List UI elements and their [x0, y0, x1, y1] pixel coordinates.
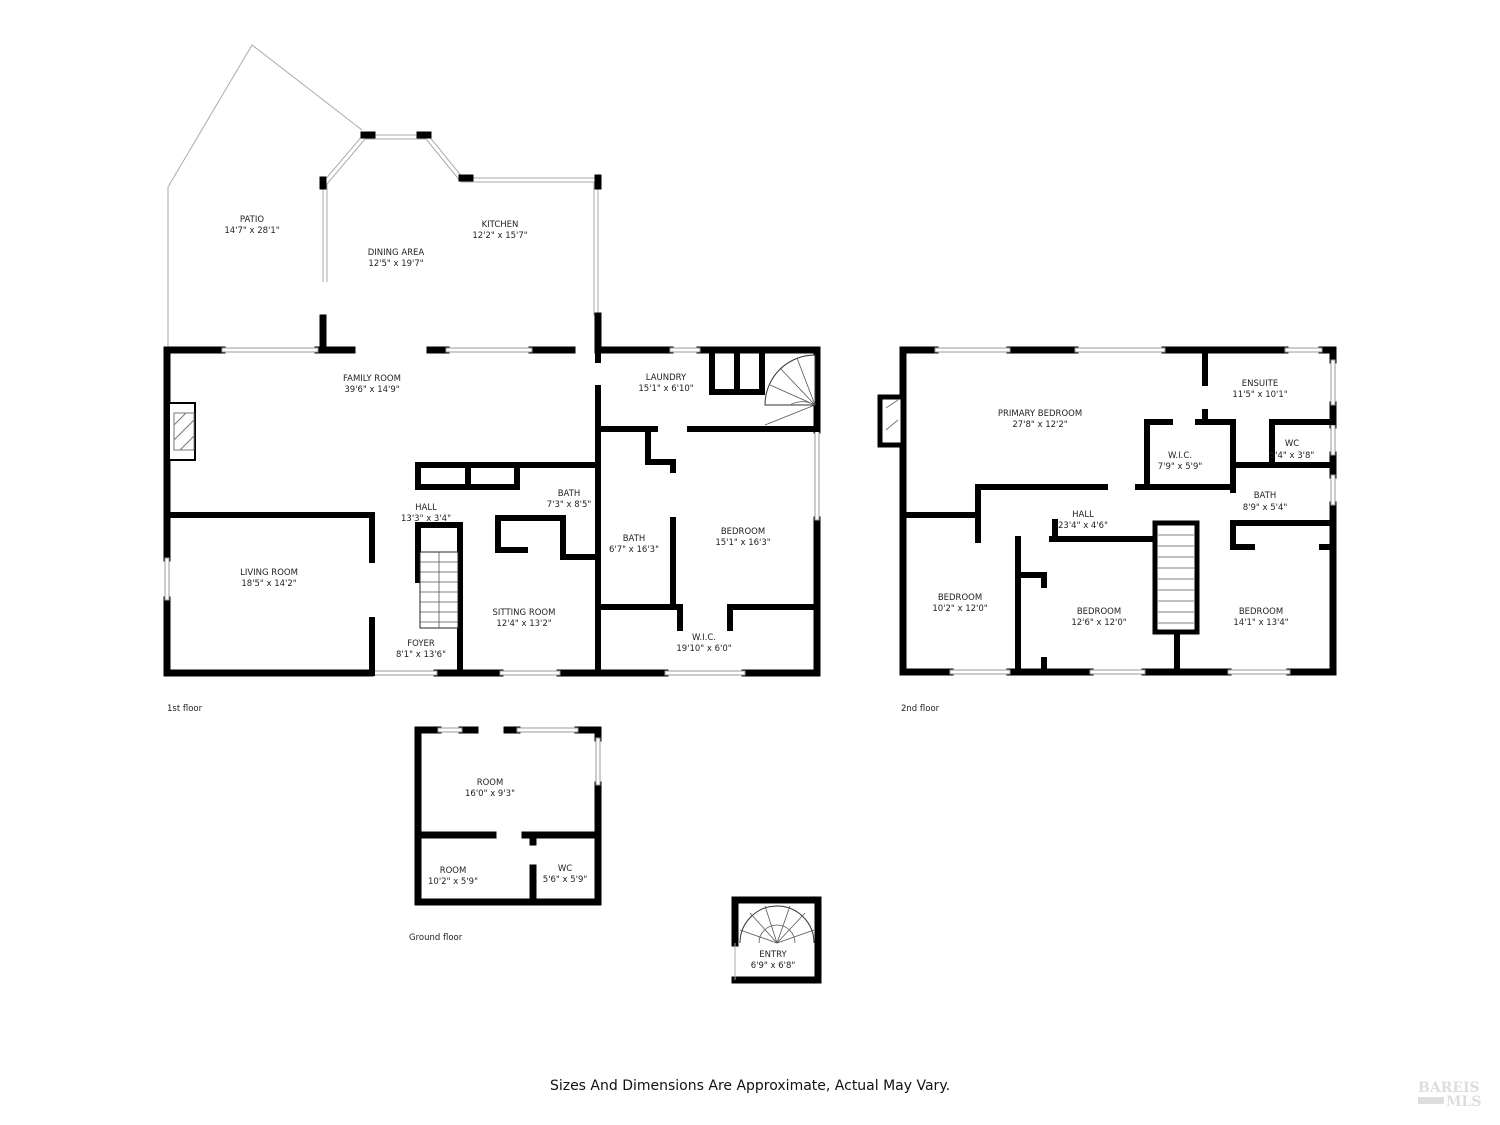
room-name: FOYER	[407, 639, 435, 649]
room-dims: 39'6" x 14'9"	[344, 385, 399, 395]
floor-label-ground: Ground floor	[409, 933, 463, 943]
ground-floor-walls	[414, 726, 602, 906]
room-name: BEDROOM	[938, 593, 982, 603]
room-name: SITTING ROOM	[493, 608, 556, 618]
room-name: PRIMARY BEDROOM	[998, 409, 1082, 419]
room-dims: 8'1" x 13'6"	[396, 650, 446, 660]
room-name: BEDROOM	[721, 527, 765, 537]
room-dims: 23'4" x 4'6"	[1058, 521, 1108, 531]
room-name: BATH	[623, 534, 646, 544]
room-dims: 7'9" x 5'9"	[1158, 462, 1203, 472]
second-floor-exterior-walls	[899, 346, 1337, 676]
room-dims: 10'2" x 12'0"	[932, 604, 987, 614]
spiral-staircase	[739, 905, 815, 944]
floor-label-2nd: 2nd floor	[901, 704, 940, 714]
room-dims: 5'6" x 5'9"	[543, 875, 588, 885]
room-dims: 14'7" x 28'1"	[224, 226, 279, 236]
room-name: ENSUITE	[1242, 379, 1278, 389]
room-name: HALL	[415, 503, 437, 513]
second-floor-plan: PRIMARY BEDROOM 27'8" x 12'2" ENSUITE 11…	[877, 346, 1337, 714]
ground-floor-room-labels: ROOM 16'0" x 9'3" ROOM 10'2" x 5'9" WC 5…	[428, 778, 587, 887]
bay-window	[319, 131, 602, 354]
room-name: W.I.C.	[692, 633, 716, 643]
room-dims: 6'9" x 6'8"	[751, 961, 796, 971]
room-dims: 16'0" x 9'3"	[465, 789, 515, 799]
room-dims: 15'1" x 6'10"	[638, 384, 693, 394]
room-name: W.I.C.	[1168, 451, 1192, 461]
entry-plan: ENTRY 6'9" x 6'8"	[731, 896, 822, 984]
room-dims: 12'6" x 12'0"	[1071, 618, 1126, 628]
second-floor-room-labels: PRIMARY BEDROOM 27'8" x 12'2" ENSUITE 11…	[932, 379, 1314, 628]
svg-text:MLS: MLS	[1446, 1094, 1481, 1110]
room-dims: 14'1" x 13'4"	[1233, 618, 1288, 628]
room-name: ENTRY	[759, 950, 787, 960]
room-dims: 12'5" x 19'7"	[368, 259, 423, 269]
room-name: LIVING ROOM	[240, 568, 298, 578]
spiral-staircase	[764, 354, 816, 426]
room-name: DINING AREA	[368, 248, 425, 258]
first-floor-interior-walls	[164, 347, 820, 676]
room-dims: 5'4" x 3'8"	[1270, 451, 1315, 461]
room-name: ROOM	[440, 866, 467, 876]
svg-text:BAREIS: BAREIS	[1418, 1080, 1480, 1096]
room-dims: 18'5" x 14'2"	[241, 579, 296, 589]
room-dims: 13'3" x 3'4"	[401, 514, 451, 524]
room-dims: 11'5" x 10'1"	[1232, 390, 1287, 400]
room-dims: 8'9" x 5'4"	[1243, 503, 1288, 513]
room-name: LAUNDRY	[646, 373, 687, 383]
room-dims: 12'2" x 15'7"	[472, 231, 527, 241]
watermark-logo: BAREIS MLS	[1418, 1080, 1481, 1110]
disclaimer: Sizes And Dimensions Are Approximate, Ac…	[550, 1078, 950, 1094]
room-name: BEDROOM	[1239, 607, 1283, 617]
first-floor-room-labels: PATIO 14'7" x 28'1" DINING AREA 12'5" x …	[224, 215, 770, 660]
fireplace	[168, 402, 196, 461]
room-name: ROOM	[477, 778, 504, 788]
room-name: BEDROOM	[1077, 607, 1121, 617]
fireplace	[877, 394, 906, 448]
floor-label-1st: 1st floor	[167, 704, 203, 714]
second-floor-interior-walls	[902, 347, 1336, 675]
room-dims: 27'8" x 12'2"	[1012, 420, 1067, 430]
room-dims: 12'4" x 13'2"	[496, 619, 551, 629]
room-name: WC	[1285, 439, 1299, 449]
room-name: FAMILY ROOM	[343, 374, 401, 384]
room-dims: 15'1" x 16'3"	[715, 538, 770, 548]
first-floor-plan: PATIO 14'7" x 28'1" DINING AREA 12'5" x …	[163, 44, 821, 714]
room-name: HALL	[1072, 510, 1094, 520]
room-name: KITCHEN	[482, 220, 519, 230]
patio-outline	[167, 44, 363, 350]
room-dims: 10'2" x 5'9"	[428, 877, 478, 887]
room-dims: 6'7" x 16'3"	[609, 545, 659, 555]
staircase	[1152, 520, 1200, 635]
room-name: PATIO	[240, 215, 264, 225]
room-name: BATH	[1254, 491, 1277, 501]
room-name: WC	[558, 864, 572, 874]
room-dims: 19'10" x 6'0"	[676, 644, 731, 654]
room-dims: 7'3" x 8'5"	[547, 500, 592, 510]
first-floor-exterior-walls	[163, 346, 821, 677]
room-name: BATH	[558, 489, 581, 499]
ground-floor-plan: ROOM 16'0" x 9'3" ROOM 10'2" x 5'9" WC 5…	[409, 726, 822, 984]
